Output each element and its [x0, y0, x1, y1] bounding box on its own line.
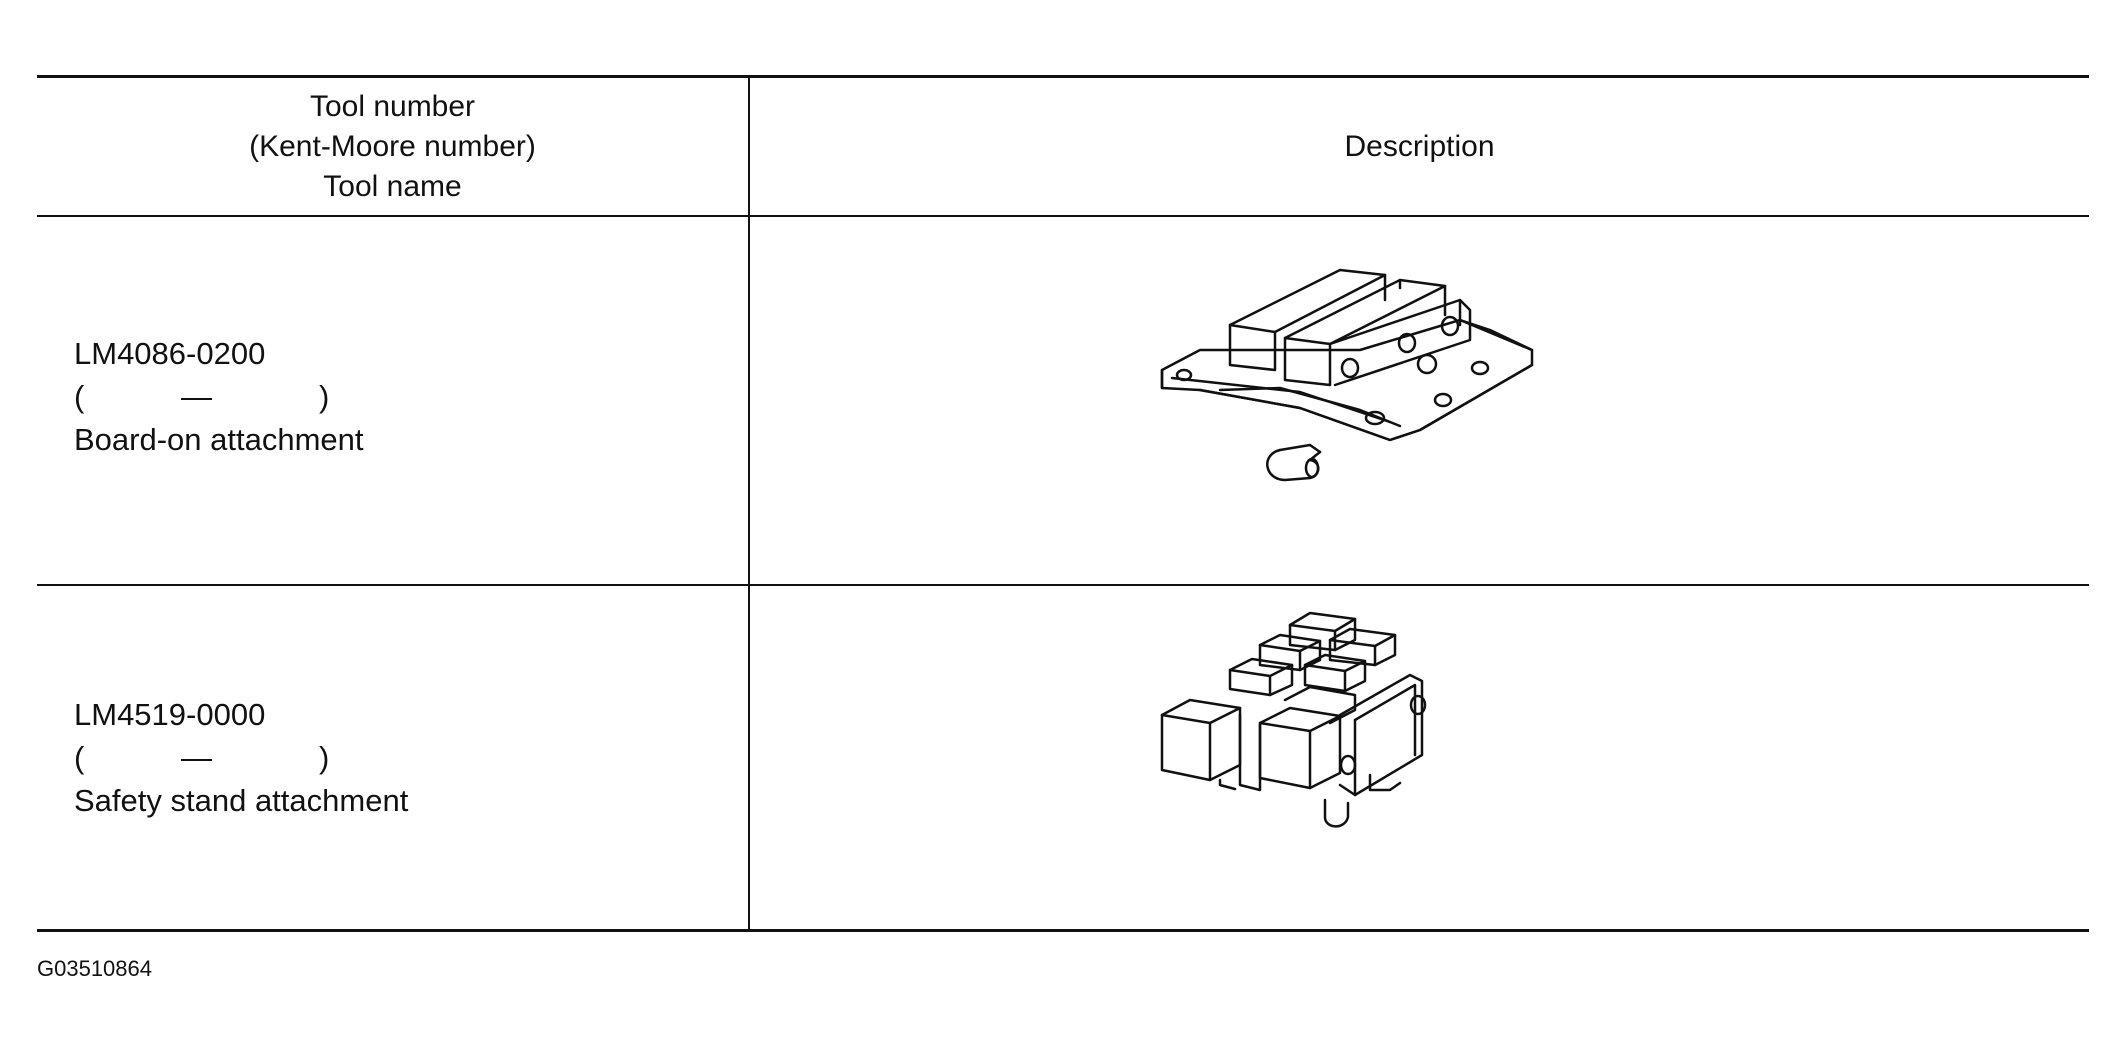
row-divider-rule: [37, 584, 2089, 586]
kent-moore-dash: —: [181, 379, 212, 414]
header-kent-moore-number: (Kent-Moore number): [249, 129, 536, 163]
tool-number: LM4519-0000: [74, 697, 266, 732]
header-tool-name: Tool name: [323, 169, 462, 203]
table-row-2-tool-cell: LM4519-0000 ( — ) Safety stand attachmen…: [74, 693, 408, 822]
table-bottom-rule: [37, 929, 2089, 932]
safety-stand-attachment-drawing: [1160, 605, 1460, 840]
paren-open: (: [74, 740, 85, 775]
header-tool-column: Tool number (Kent-Moore number) Tool nam…: [37, 78, 748, 215]
header-description-column: Description: [750, 78, 2089, 215]
kent-moore-number: ( — ): [74, 375, 364, 418]
tool-number: LM4086-0200: [74, 336, 266, 371]
header-description: Description: [1344, 129, 1495, 163]
board-on-attachment-drawing: [1160, 240, 1540, 490]
figure-code: G03510864: [37, 956, 152, 981]
header-bottom-rule: [37, 215, 2089, 217]
tool-name: Board-on attachment: [74, 422, 364, 457]
table-top-rule: [37, 75, 2089, 78]
tool-name: Safety stand attachment: [74, 783, 409, 818]
column-divider: [748, 78, 750, 929]
paren-open: (: [74, 379, 85, 414]
header-tool-number: Tool number: [309, 89, 476, 123]
paren-close: ): [319, 740, 330, 775]
kent-moore-number: ( — ): [74, 736, 408, 779]
table-row-1-tool-cell: LM4086-0200 ( — ) Board-on attachment: [74, 332, 364, 461]
paren-close: ): [319, 379, 330, 414]
kent-moore-dash: —: [181, 740, 212, 775]
